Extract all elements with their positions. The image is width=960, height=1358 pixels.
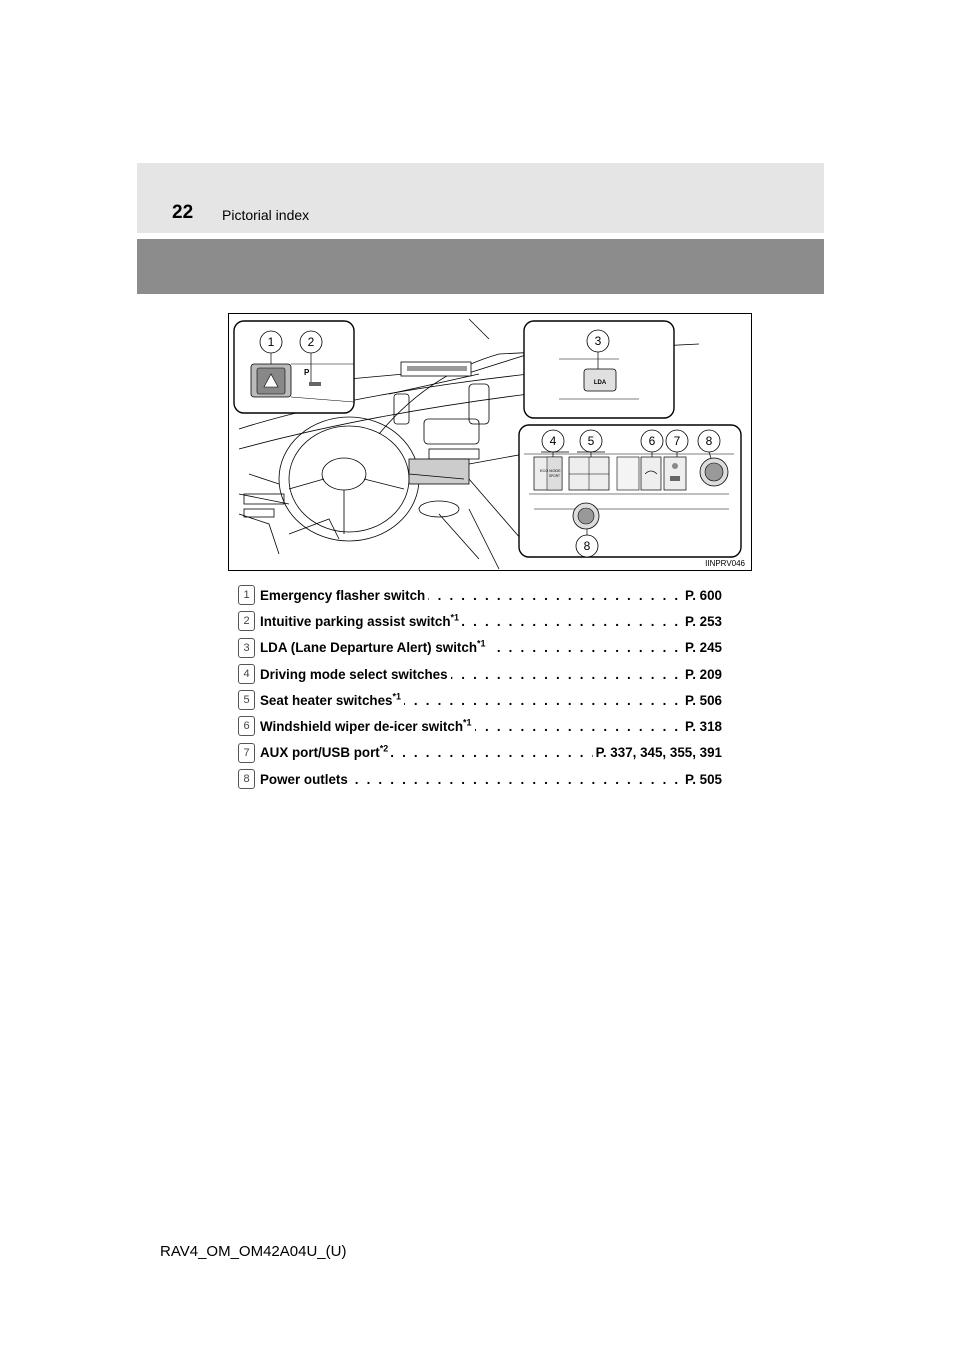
index-item-6: 6 . . . . . . . . . . . . . . . . . . . … — [238, 713, 722, 739]
leader-dots: . . . . . . . . . . . . . . . . . . . . … — [260, 771, 722, 787]
usb-port-icon — [670, 476, 680, 481]
item-number-badge: 4 — [238, 663, 255, 684]
footer-document-code: RAV4_OM_OM42A04U_(U) — [160, 1243, 347, 1260]
item-number-badge: 1 — [238, 585, 255, 605]
callout-4-label: 4 — [550, 434, 557, 448]
figure-code: IINPRV046 — [705, 559, 745, 568]
sport-mode-symbol: SPORT — [549, 474, 560, 478]
item-page-ref[interactable]: P. 209 — [682, 666, 722, 682]
section-band — [137, 239, 824, 294]
item-page-ref[interactable]: P. 337, 345, 355, 391 — [592, 745, 722, 761]
parking-assist-symbol: P — [304, 368, 310, 377]
item-number-badge: 7 — [238, 742, 255, 763]
hazard-triangle-icon — [263, 373, 279, 388]
item-label: Seat heater switches*1 — [260, 692, 404, 708]
lda-switch-symbol: LDA — [594, 380, 607, 386]
item-number-badge: 3 — [238, 637, 255, 658]
index-item-4: 4 . . . . . . . . . . . . . . . . . . . … — [238, 661, 722, 687]
callout-3-label: 3 — [595, 334, 602, 348]
item-page-ref[interactable]: P. 253 — [682, 613, 722, 629]
index-item-8: 8 . . . . . . . . . . . . . . . . . . . … — [238, 766, 722, 792]
index-item-2: 2 . . . . . . . . . . . . . . . . . . . … — [238, 608, 722, 634]
item-label: Intuitive parking assist switch*1 — [260, 613, 463, 629]
callout-2-label: 2 — [308, 335, 315, 349]
item-label: Driving mode select switches — [260, 666, 451, 682]
callout-8-label: 8 — [706, 434, 713, 448]
index-item-1: 1 . . . . . . . . . . . . . . . . . . . … — [238, 582, 722, 608]
eco-mode-symbol: ECO MODE — [540, 469, 561, 473]
item-label: AUX port/USB port*2 — [260, 744, 392, 761]
item-number-badge: 5 — [238, 690, 255, 711]
index-item-3: 3 . . . . . . . . . . . . . . . . . . . … — [238, 635, 722, 661]
dashboard-drawing: P LDA ECO MODE SPORT — [233, 318, 742, 570]
item-number-badge: 2 — [238, 611, 255, 632]
callout-5-label: 5 — [588, 434, 595, 448]
item-page-ref[interactable]: P. 506 — [682, 692, 722, 708]
callout-6-label: 6 — [649, 434, 656, 448]
item-page-ref[interactable]: P. 245 — [682, 640, 722, 656]
page-number: 22 — [172, 202, 194, 223]
callout-1-label: 1 — [268, 335, 275, 349]
aux-port-icon — [672, 463, 678, 469]
item-number-badge: 8 — [238, 769, 255, 790]
item-number-badge: 6 — [238, 716, 255, 737]
item-page-ref[interactable]: P. 600 — [682, 587, 722, 603]
item-label: Emergency flasher switch — [260, 587, 429, 603]
header-bar — [137, 163, 824, 233]
dashboard-illustration: P LDA ECO MODE SPORT — [228, 313, 752, 571]
item-label: Windshield wiper de-icer switch*1 — [260, 718, 475, 735]
deicer-icon — [644, 470, 658, 475]
section-title: Pictorial index — [222, 207, 310, 223]
item-page-ref[interactable]: P. 318 — [682, 719, 722, 735]
callout-7-label: 7 — [674, 434, 681, 448]
callout-8-lower-label: 8 — [584, 539, 591, 553]
index-list: 1 . . . . . . . . . . . . . . . . . . . … — [238, 582, 722, 792]
item-page-ref[interactable]: P. 505 — [682, 771, 722, 787]
item-label: Power outlets — [260, 771, 351, 787]
index-item-5: 5 . . . . . . . . . . . . . . . . . . . … — [238, 687, 722, 713]
index-item-7: 7 . . . . . . . . . . . . . . . . . . . … — [238, 740, 722, 766]
item-label: LDA (Lane Departure Alert) switch*1 — [260, 639, 489, 656]
